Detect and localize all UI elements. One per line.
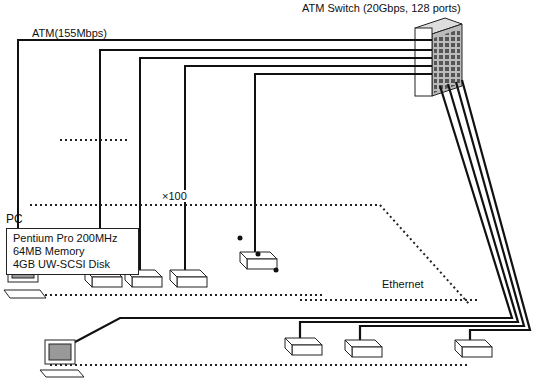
switch-label-node: ATM Switch (20Gbps, 128 ports) [300,2,463,14]
switch-label: ATM Switch (20Gbps, 128 ports) [300,2,463,14]
atm-links-lower [60,80,530,350]
spec-box: Pentium Pro 200MHz64MB Memory4GB UW-SCSI… [6,228,139,275]
ellipsis-dots [238,236,279,273]
pc-spec-node: PC Pentium Pro 200MHz64MB Memory4GB UW-SC… [6,212,139,275]
spec-line: Pentium Pro 200MHz [13,232,132,245]
spec-line: 4GB UW-SCSI Disk [13,258,132,271]
network-label: Ethernet [380,278,426,290]
spec-line: 64MB Memory [13,245,132,258]
link-speed-label: ATM(155Mbps) [30,27,109,39]
pc-heading: PC [6,212,139,226]
count-label: ×100 [160,190,189,202]
